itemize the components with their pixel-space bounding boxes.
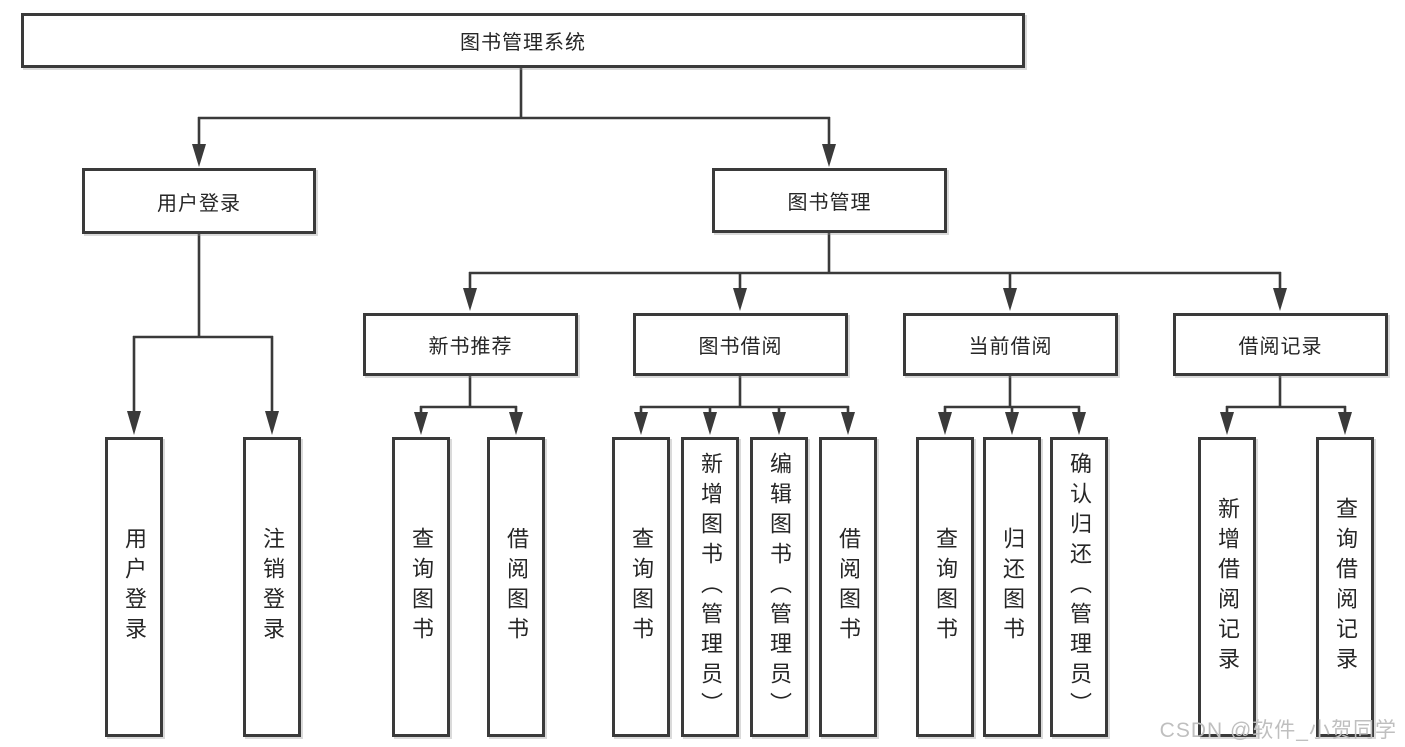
leaf-return-books: 归还图书 bbox=[983, 437, 1041, 737]
leaf-confirm-return-admin: 确认归还（管理员） bbox=[1050, 437, 1108, 737]
node-book-borrowing: 图书借阅 bbox=[633, 313, 848, 376]
leaf-logout: 注销登录 bbox=[243, 437, 301, 737]
watermark: CSDN @软件_小贺同学 bbox=[1159, 719, 1397, 742]
leaf-borrow-books-recommend: 借阅图书 bbox=[487, 437, 545, 737]
node-borrowing-records: 借阅记录 bbox=[1173, 313, 1388, 376]
node-current-borrowing: 当前借阅 bbox=[903, 313, 1118, 376]
node-root: 图书管理系统 bbox=[21, 13, 1025, 68]
leaf-borrow-books-borrowing: 借阅图书 bbox=[819, 437, 877, 737]
leaf-query-borrow-record: 查询借阅记录 bbox=[1316, 437, 1374, 737]
node-book-management: 图书管理 bbox=[712, 168, 947, 233]
leaf-add-borrow-record: 新增借阅记录 bbox=[1198, 437, 1256, 737]
leaf-edit-books-admin: 编辑图书（管理员） bbox=[750, 437, 808, 737]
leaf-query-books-recommend: 查询图书 bbox=[392, 437, 450, 737]
leaf-user-login: 用户登录 bbox=[105, 437, 163, 737]
leaf-query-books-borrowing: 查询图书 bbox=[612, 437, 670, 737]
leaf-query-books-current: 查询图书 bbox=[916, 437, 974, 737]
node-new-book-recommend: 新书推荐 bbox=[363, 313, 578, 376]
leaf-add-books-admin: 新增图书（管理员） bbox=[681, 437, 739, 737]
node-user-login: 用户登录 bbox=[82, 168, 316, 234]
